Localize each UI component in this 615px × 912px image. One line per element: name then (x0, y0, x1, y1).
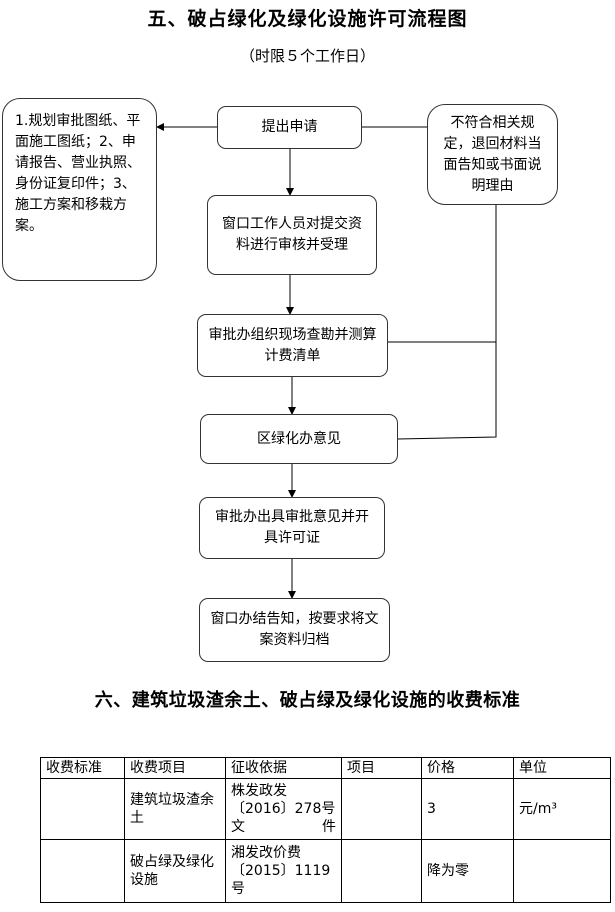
section5-title: 五、破占绿化及绿化设施许可流程图 (147, 8, 468, 30)
step-reject: 不符合相关规定，退回材料当面告知或书面说明理由 (427, 104, 558, 205)
header-unit: 单位 (513, 757, 611, 779)
header-price: 价格 (421, 757, 514, 779)
step-apply-label: 提出申请 (261, 119, 318, 135)
fee-table: 收费标准 收费项目 征收依据 项目 价格 单位 建筑垃圾渣余土 株发政发〔201… (40, 757, 611, 903)
step-window-review: 窗口工作人员对提交资料进行审核并受理 (207, 195, 377, 275)
fee-table-header-row: 收费标准 收费项目 征收依据 项目 价格 单位 (40, 757, 611, 779)
table-row: 破占绿及绿化设施 湘发改价费〔2015〕1119号 降为零 (40, 839, 611, 903)
step-survey: 审批办组织现场查勘并测算计费清单 (197, 314, 388, 377)
step-reject-label: 不符合相关规定，退回材料当面告知或书面说明理由 (443, 114, 542, 194)
cell-unit (513, 839, 611, 903)
step-district-opinion-label: 区绿化办意见 (257, 430, 341, 447)
section6-title: 六、建筑垃圾渣余土、破占绿及绿化设施的收费标准 (94, 690, 521, 711)
section5-subtitle: （时限５个工作日） (239, 47, 375, 65)
header-item: 收费项目 (124, 757, 226, 779)
header-standard: 收费标准 (40, 757, 125, 779)
step-archive: 窗口办结告知，按要求将文案资料归档 (199, 598, 390, 662)
step-district-opinion: 区绿化办意见 (200, 414, 398, 464)
header-project: 项目 (341, 757, 422, 779)
cell-standard (40, 778, 125, 840)
cell-price: 降为零 (421, 839, 514, 903)
cell-project (341, 778, 422, 840)
cell-item: 破占绿及绿化设施 (124, 839, 226, 903)
step-window-review-label: 窗口工作人员对提交资料进行审核并受理 (222, 216, 362, 253)
step-permit-label: 审批办出具审批意见并开具许可证 (215, 509, 369, 546)
required-materials-text: 1.规划审批图纸、平面施工图纸；2、申请报告、营业执照、身份证复印件；3、施工方… (15, 113, 141, 234)
required-materials-box: 1.规划审批图纸、平面施工图纸；2、申请报告、营业执照、身份证复印件；3、施工方… (2, 98, 157, 281)
cell-unit: 元/m³ (513, 778, 611, 840)
flowchart-connectors (156, 123, 500, 599)
cell-basis: 湘发改价费〔2015〕1119号 (225, 839, 342, 903)
step-archive-label: 窗口办结告知，按要求将文案资料归档 (210, 611, 379, 648)
arrow-district-to-reject (397, 183, 500, 440)
step-survey-label: 审批办组织现场查勘并测算计费清单 (208, 326, 377, 364)
table-row: 建筑垃圾渣余土 株发政发〔2016〕278号文件 3 元/m³ (40, 778, 611, 840)
header-basis: 征收依据 (225, 757, 342, 779)
cell-basis: 株发政发〔2016〕278号文件 (225, 778, 342, 840)
cell-standard (40, 839, 125, 903)
cell-price: 3 (421, 778, 514, 840)
cell-project (341, 839, 422, 903)
cell-item: 建筑垃圾渣余土 (124, 778, 226, 840)
step-permit: 审批办出具审批意见并开具许可证 (199, 497, 385, 559)
step-apply: 提出申请 (217, 106, 362, 149)
